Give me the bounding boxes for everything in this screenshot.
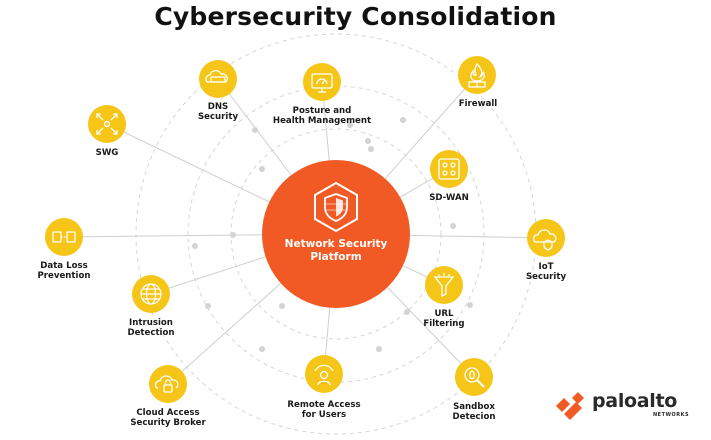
node-url-filtering [425,266,463,304]
shield-hexagon-icon [314,181,358,233]
data-transfer-icon [52,231,76,243]
page-title: Cybersecurity Consolidation [154,2,557,31]
ring-dot [450,223,456,229]
feature-nodes [45,56,565,403]
node-dns-security [199,60,237,98]
node-intrusion-detection [132,275,170,313]
ring-dot [376,346,382,352]
cloud-lock-icon [154,375,179,393]
label-firewall: Firewall [458,99,498,109]
label-dns-security: DNS Security [197,102,239,122]
dns-cloud-icon [205,70,228,83]
ring-dot [365,138,371,144]
label-remote-access: Remote Access for Users [287,400,361,420]
filter-funnel-icon [433,273,455,298]
network-nodes-icon [438,158,460,180]
node-data-loss-prevention [45,218,83,256]
logo-wordmark: paloalto [592,390,678,412]
ring-dot [205,303,211,309]
ring-dot [400,117,406,123]
ring-dot [347,122,353,128]
ring-dot [279,303,285,309]
firewall-flame-icon [468,62,486,88]
node-sandbox-detection [455,358,493,396]
label-sd-wan: SD-WAN [429,193,469,203]
hub [262,160,410,308]
ring-dot [368,146,374,152]
node-firewall [458,56,496,94]
node-casb [149,365,187,403]
label-data-loss-prevention: Data Loss Prevention [37,261,91,281]
globe-icon [140,283,162,305]
ring-dots [192,117,473,352]
label-intrusion-detection: Intrusion Detection [127,318,175,338]
ring-dot [192,243,198,249]
paloalto-logo: paloalto NETWORKS [556,390,706,424]
hub-label: Network Security Platform [284,238,388,263]
label-sandbox-detection: Sandbox Detecion [452,402,496,422]
ring-dot [259,346,265,352]
hub-circle [262,160,410,308]
node-sd-wan [430,150,468,188]
dashboard-monitor-icon [311,73,333,93]
paloalto-chevrons-icon [556,392,584,420]
ring-dot [230,232,236,238]
label-iot-security: IoT Security [525,262,567,282]
arrows-expand-icon [96,113,118,135]
label-swg: SWG [95,148,119,158]
iot-cloud-icon [532,229,557,251]
remote-user-icon [314,364,334,386]
label-casb: Cloud Access Security Broker [130,408,206,428]
ring-dot [467,302,473,308]
ring-dot [259,166,265,172]
magnifier-icon [464,367,485,388]
node-iot-security [527,219,565,257]
node-swg [88,105,126,143]
node-remote-access [305,355,343,393]
label-url-filtering: URL Filtering [423,309,465,329]
label-posture-health: Posture and Health Management [272,106,372,126]
ring-dot [404,309,410,315]
ring-dot [252,127,258,133]
node-posture-health [303,63,341,101]
logo-subtext: NETWORKS [653,412,690,418]
